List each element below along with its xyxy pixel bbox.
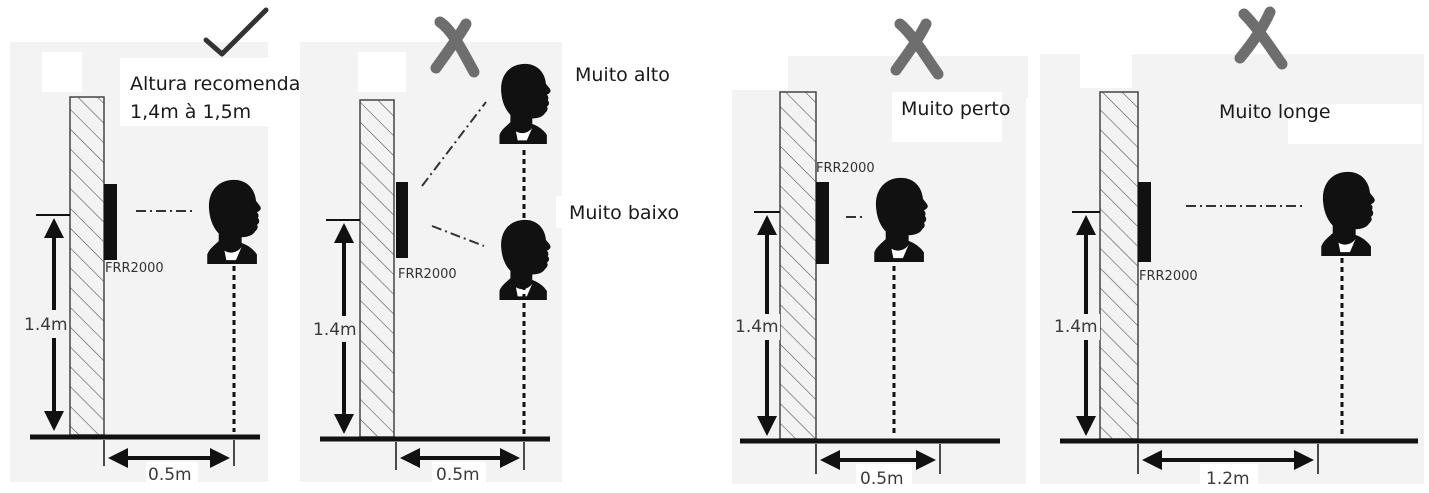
annotation-line-2: 1,4m à 1,5m [130, 101, 251, 123]
panel-background [732, 90, 1026, 484]
device-frr2000 [104, 184, 117, 260]
device-label: FRR2000 [1139, 269, 1198, 284]
height-label: 1.4m [1054, 317, 1098, 337]
height-label: 1.4m [735, 317, 779, 337]
panel-too-high-too-low: Muito alto Muito baixo FRR2000 1.4m 0.5m [300, 16, 696, 485]
height-label: 1.4m [313, 320, 357, 340]
panel-too-close: Muito perto FRR2000 1.4m 0.5m [732, 18, 1028, 489]
device-frr2000 [396, 182, 408, 258]
label-backdrop [1080, 54, 1132, 88]
person-head-icon [1321, 171, 1375, 256]
wall [69, 96, 105, 436]
device-frr2000 [1138, 182, 1151, 262]
too-low-label: Muito baixo [569, 202, 679, 224]
device-frr2000 [816, 182, 829, 264]
distance-label: 0.5m [860, 469, 904, 489]
cross-icon [890, 18, 944, 80]
label-backdrop [42, 52, 82, 92]
too-high-label: Muito alto [575, 64, 670, 86]
checkmark-icon [203, 7, 269, 57]
distance-label: 0.5m [148, 465, 192, 485]
wall [1099, 91, 1139, 440]
device-label: FRR2000 [398, 267, 457, 282]
too-close-label: Muito perto [901, 98, 1010, 120]
panel-too-far: Muito longe FRR2000 1.4m 1.2m [1040, 6, 1424, 489]
sight-line-high [421, 101, 487, 187]
person-head-high-icon [499, 63, 551, 144]
device-label: FRR2000 [105, 261, 164, 276]
distance-label: 1.2m [1206, 469, 1250, 489]
person-head-icon [207, 179, 261, 264]
wall [779, 91, 817, 440]
cross-icon [1234, 6, 1288, 70]
height-label: 1.4m [24, 315, 68, 335]
panel-recommended: Altura recomendada: 1,4m à 1,5m FRR2000 … [10, 7, 348, 485]
cross-icon [430, 16, 480, 78]
sight-line-low [431, 225, 485, 247]
device-label: FRR2000 [816, 161, 875, 176]
label-backdrop [358, 52, 406, 92]
person-head-icon [874, 177, 928, 262]
wall [359, 99, 395, 438]
too-far-label: Muito longe [1219, 101, 1331, 123]
annotation-line-1: Altura recomendada: [130, 73, 330, 95]
distance-label: 0.5m [436, 465, 480, 485]
